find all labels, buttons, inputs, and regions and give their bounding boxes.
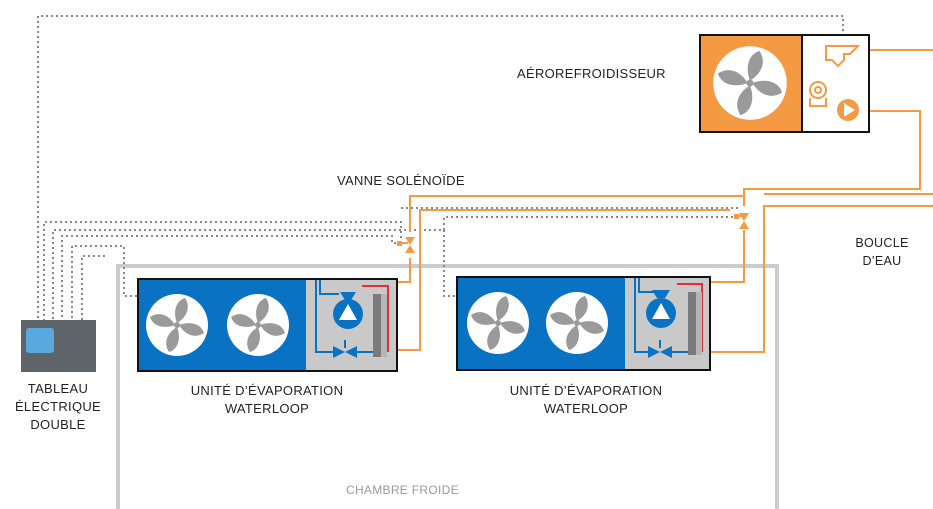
evap2-fan-1-icon xyxy=(467,292,529,354)
dry-cooler-unit xyxy=(699,34,870,133)
cold-room-wall xyxy=(116,264,779,509)
solenoid-valve-label: VANNE SOLÉNOÏDE xyxy=(337,173,465,188)
panel-label-line2: ÉLECTRIQUE xyxy=(14,399,102,414)
water-loop-pipes xyxy=(397,49,933,353)
evaporator-unit-1 xyxy=(137,278,398,372)
cold-room-label: CHAMBRE FROIDE xyxy=(346,483,459,497)
evap2-coil-icon xyxy=(688,292,696,355)
evap1-fan-2-icon xyxy=(227,294,289,356)
evap2-label-line2: WATERLOOP xyxy=(543,401,629,416)
panel-label-line3: DOUBLE xyxy=(30,417,86,432)
evap1-label-line2: WATERLOOP xyxy=(224,401,310,416)
panel-button-icon xyxy=(26,328,54,353)
evaporator-unit-2 xyxy=(456,276,711,371)
evaporator-unit-2-label: UNITÉ D’ÉVAPORATION WATERLOOP xyxy=(486,382,686,418)
pressure-gauge-icon xyxy=(809,81,827,107)
electrical-panel-label: TABLEAU ÉLECTRIQUE DOUBLE xyxy=(4,380,112,434)
evap1-label-line1: UNITÉ D’ÉVAPORATION xyxy=(190,383,344,398)
evap2-valve-icon xyxy=(648,346,672,358)
pump-icon xyxy=(837,99,859,121)
solenoid-valve-1 xyxy=(397,237,415,253)
dry-cooler-label: AÉROREFROIDISSEUR xyxy=(517,66,666,81)
water-loop-label-line2: D’EAU xyxy=(862,254,902,268)
water-loop-label-line1: BOUCLE xyxy=(855,236,909,250)
evaporator-unit-1-label: UNITÉ D’ÉVAPORATION WATERLOOP xyxy=(167,382,367,418)
dry-cooler-fan-icon xyxy=(713,46,787,120)
evap2-fan-2-icon xyxy=(546,292,608,354)
panel-label-line1: TABLEAU xyxy=(27,381,89,396)
solenoid-valve-2 xyxy=(734,213,749,229)
tank-icon xyxy=(825,45,861,68)
control-wiring xyxy=(37,15,844,320)
evap1-fan-1-icon xyxy=(146,294,208,356)
evap1-coil-icon xyxy=(373,294,381,357)
electrical-panel xyxy=(21,320,96,372)
evap1-valve-icon xyxy=(333,346,357,358)
water-loop-label: BOUCLE D’EAU xyxy=(842,234,922,270)
evap2-label-line1: UNITÉ D’ÉVAPORATION xyxy=(509,383,663,398)
